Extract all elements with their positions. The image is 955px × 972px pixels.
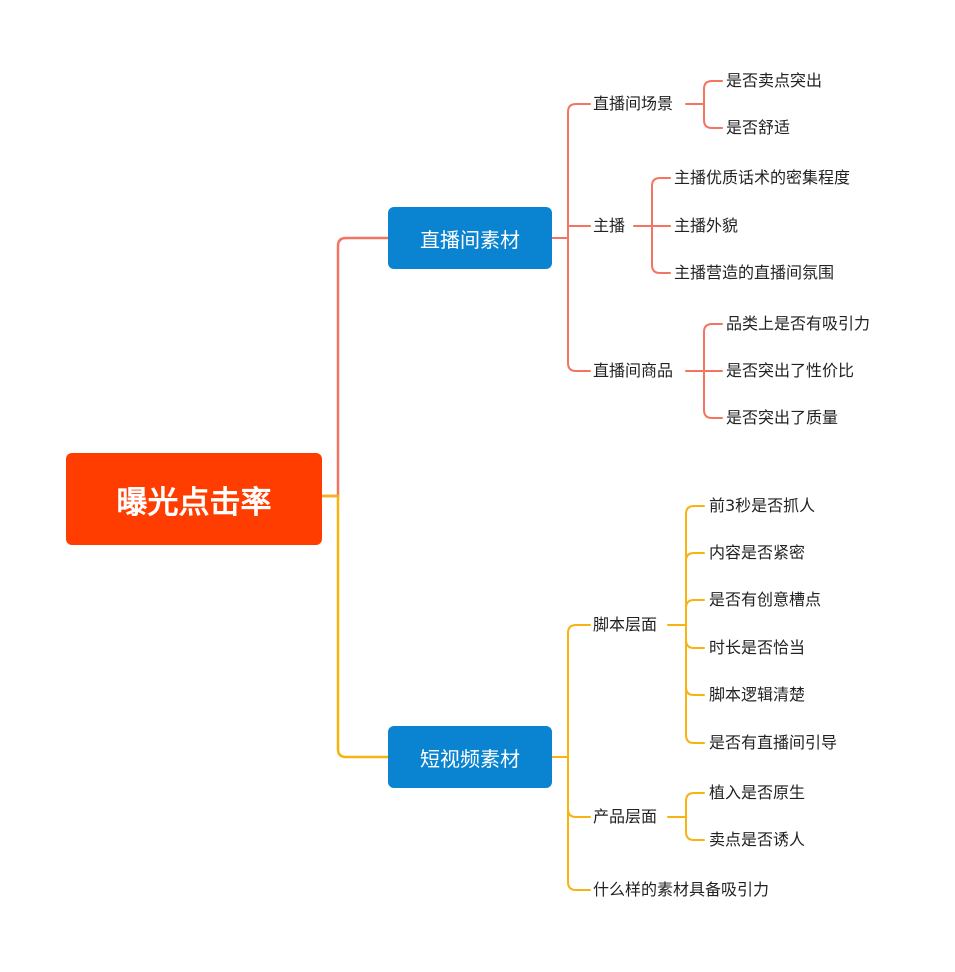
link-b1-s0: [567, 624, 591, 758]
link-b0-s0-i0: [703, 80, 723, 105]
link-b0-s1: [567, 225, 591, 239]
link-b1-s0-i5: [685, 624, 705, 744]
subtopic-anchor[interactable]: 主播: [593, 216, 626, 235]
leaf-topic[interactable]: 是否舒适: [726, 118, 791, 137]
link-b1-s0-i0: [685, 505, 705, 626]
subtopic-live-room-scene[interactable]: 直播间场景: [593, 94, 674, 113]
link-b0-s2-i2: [703, 370, 723, 419]
root-node[interactable]: 曝光点击率: [66, 453, 322, 545]
leaf-topic[interactable]: 主播营造的直播间氛围: [674, 263, 835, 282]
link-root-branch-1: [320, 494, 390, 759]
subtopic-product-level[interactable]: 产品层面: [593, 807, 658, 826]
leaf-topic[interactable]: 植入是否原生: [709, 783, 806, 802]
subtopic-live-room-products[interactable]: 直播间商品: [593, 361, 674, 380]
link-b1-s2: [567, 756, 591, 891]
link-root-branch-0: [320, 236, 390, 498]
link-b0-s0: [567, 103, 591, 239]
link-b1-s1: [567, 756, 591, 818]
leaf-topic[interactable]: 内容是否紧密: [709, 543, 806, 562]
link-b0-s2: [567, 237, 591, 372]
leaf-topic[interactable]: 主播外貌: [674, 216, 739, 235]
link-b1-s0-i4: [685, 624, 705, 696]
link-b1-s0-i2: [685, 599, 705, 626]
leaf-topic[interactable]: 是否有创意槽点: [709, 590, 822, 609]
leaf-topic[interactable]: 是否有直播间引导: [709, 733, 838, 752]
subtopic-script-level[interactable]: 脚本层面: [593, 615, 658, 634]
branch-node-short-video-material[interactable]: 短视频素材: [388, 726, 552, 788]
link-b1-s1-i1: [685, 816, 705, 841]
leaf-topic[interactable]: 主播优质话术的密集程度: [674, 168, 851, 187]
subtopic-attractive-material[interactable]: 什么样的素材具备吸引力: [593, 880, 770, 899]
link-b1-s1-i0: [685, 792, 705, 818]
branch-node-live-room-material[interactable]: 直播间素材: [388, 207, 552, 269]
leaf-topic[interactable]: 品类上是否有吸引力: [726, 314, 871, 333]
leaf-topic[interactable]: 时长是否恰当: [709, 638, 806, 657]
link-b1-s0-i3: [685, 624, 705, 649]
link-b0-s0-i1: [703, 103, 723, 129]
link-b0-s1-i2: [651, 225, 671, 274]
link-b0-s1-i0: [651, 177, 671, 227]
leaf-topic[interactable]: 是否卖点突出: [726, 71, 823, 90]
leaf-topic[interactable]: 卖点是否诱人: [709, 830, 806, 849]
leaf-topic[interactable]: 是否突出了质量: [726, 408, 839, 427]
link-b0-s2-i0: [703, 323, 723, 372]
leaf-topic[interactable]: 前3秒是否抓人: [709, 496, 816, 515]
leaf-topic[interactable]: 是否突出了性价比: [726, 361, 855, 380]
link-b1-s0-i1: [685, 552, 705, 626]
leaf-topic[interactable]: 脚本逻辑清楚: [709, 685, 806, 704]
